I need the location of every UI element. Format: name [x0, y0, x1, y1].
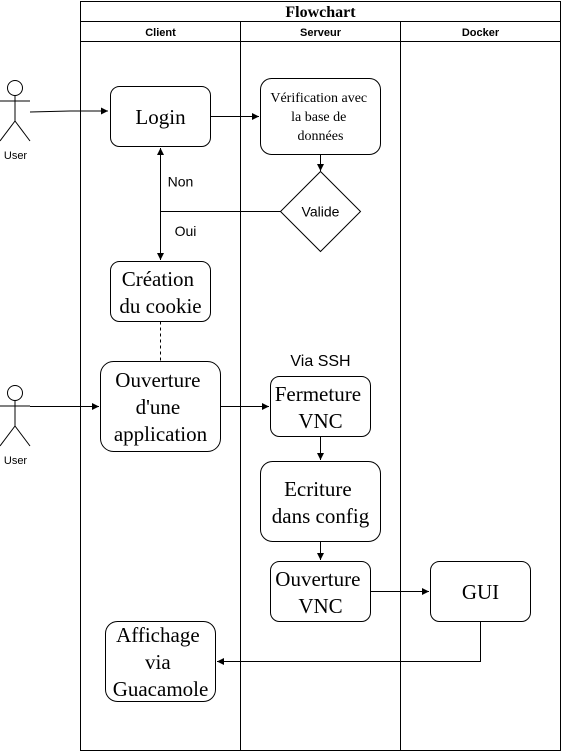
actor-user-label: User	[4, 150, 28, 162]
lane-label-serveur: Serveur	[300, 27, 342, 39]
node-affichage-guacamole-line: Guacamole	[113, 677, 209, 701]
actor-user-icon	[0, 80, 31, 142]
node-fermeture-vnc-line: Fermeture	[275, 382, 361, 406]
actor-user-icon	[0, 385, 31, 447]
edge-label-non: Non	[168, 174, 194, 190]
actor-user-label: User	[4, 455, 28, 467]
svg-text:Ouverture d'une ap: Ouverture d'une application	[114, 368, 208, 446]
svg-text:Ecriture dans config: Ecriture dans config	[272, 477, 370, 528]
node-ouverture-application-line: application	[114, 422, 208, 446]
node-ecriture-config-line: Ecriture	[284, 477, 352, 501]
node-ouverture-application-line: Ouverture	[115, 368, 200, 392]
svg-text:Création du cookie: Création du cookie	[119, 267, 201, 318]
node-gui: GUI	[430, 561, 531, 622]
node-fermeture-vnc: Fermeture VNC	[270, 376, 371, 437]
node-affichage-guacamole-line: Affichage	[116, 623, 200, 647]
node-affichage-guacamole-line: via	[145, 650, 171, 674]
node-verification-line: Vérification avec	[270, 91, 367, 106]
node-ouverture-application-line: d'une	[136, 395, 181, 419]
node-affichage-guacamole: Affichage via Guacamole	[105, 621, 216, 702]
node-gui-label: GUI	[462, 580, 499, 604]
node-cookie: Création du cookie	[110, 261, 211, 322]
node-ecriture-config: Ecriture dans config	[260, 461, 381, 542]
node-valide-label: Valide	[302, 204, 340, 220]
node-fermeture-vnc-line: VNC	[298, 409, 342, 433]
svg-text:Vérification avec la bas: Vérification avec la base de données	[270, 91, 370, 144]
node-cookie-line: du cookie	[119, 294, 201, 318]
node-ouverture-application: Ouverture d'une application	[100, 361, 221, 452]
node-verification-line: la base de	[291, 110, 346, 125]
svg-text:Affichage via Guac: Affichage via Guacamole	[113, 623, 209, 701]
node-login-label: Login	[135, 105, 186, 129]
lane-label-docker: Docker	[462, 27, 500, 39]
node-ouverture-vnc: Ouverture VNC	[270, 561, 371, 622]
node-ouverture-vnc-line: VNC	[298, 594, 342, 618]
pool-title: Flowchart	[285, 4, 356, 21]
node-verification: Vérification avec la base de données	[260, 78, 381, 155]
edge-label-via-ssh: Via SSH	[290, 353, 350, 370]
edge-user-to-login	[29, 107, 108, 115]
node-cookie-line: Création	[122, 267, 195, 291]
edge-gui-to-affichage	[217, 621, 481, 665]
node-login: Login	[110, 86, 211, 147]
svg-text:Ouverture VNC: Ouverture VNC	[275, 567, 365, 618]
node-ouverture-vnc-line: Ouverture	[275, 567, 360, 591]
node-valide-decision: Valide	[279, 170, 362, 253]
node-verification-line: données	[298, 129, 344, 144]
svg-text:Fermeture VNC: Fermeture VNC	[275, 382, 367, 433]
lane-label-client: Client	[145, 27, 176, 39]
node-ecriture-config-line: dans config	[272, 504, 370, 528]
edge-label-oui: Oui	[175, 223, 197, 239]
